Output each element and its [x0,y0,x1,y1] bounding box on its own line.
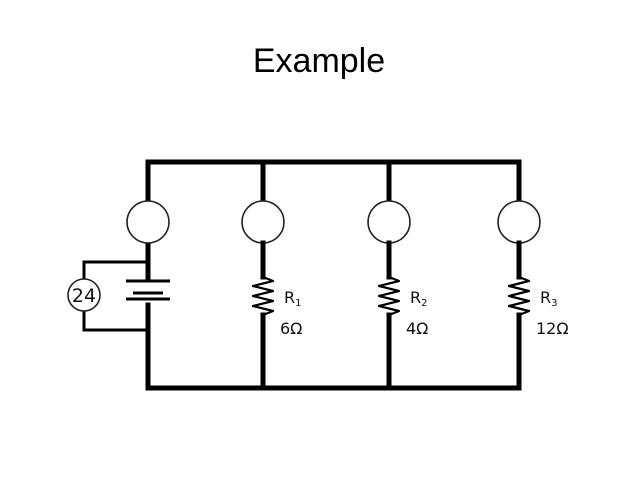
ammeter-r2 [367,200,411,244]
ammeter-r3 [497,200,541,244]
resistor-r3-name: R3 [540,288,558,309]
voltmeter-value: 24 [72,285,96,307]
source-ammeter [126,200,170,244]
resistor-r1-value: 6Ω [280,319,302,338]
voltmeter-lead-top [82,260,148,280]
branch-r3: R3 12Ω [497,159,569,391]
resistor-r1-name: R1 [284,288,302,309]
slide-title: Example [252,42,386,80]
resistor-r3-value: 12Ω [536,319,569,338]
voltmeter-lead-bottom [82,311,148,332]
resistor-r3-icon [507,275,531,317]
ammeter-r1 [241,200,285,244]
resistor-r2-value: 4Ω [406,319,428,338]
branch-r1: R1 6Ω [241,159,302,391]
resistor-r1-icon [251,275,275,317]
resistor-r2-name: R2 [410,288,428,309]
branch-r2: R2 4Ω [367,159,428,391]
resistor-r2-icon [377,275,401,317]
battery-icon [126,279,170,301]
voltmeter-circle [67,278,101,312]
